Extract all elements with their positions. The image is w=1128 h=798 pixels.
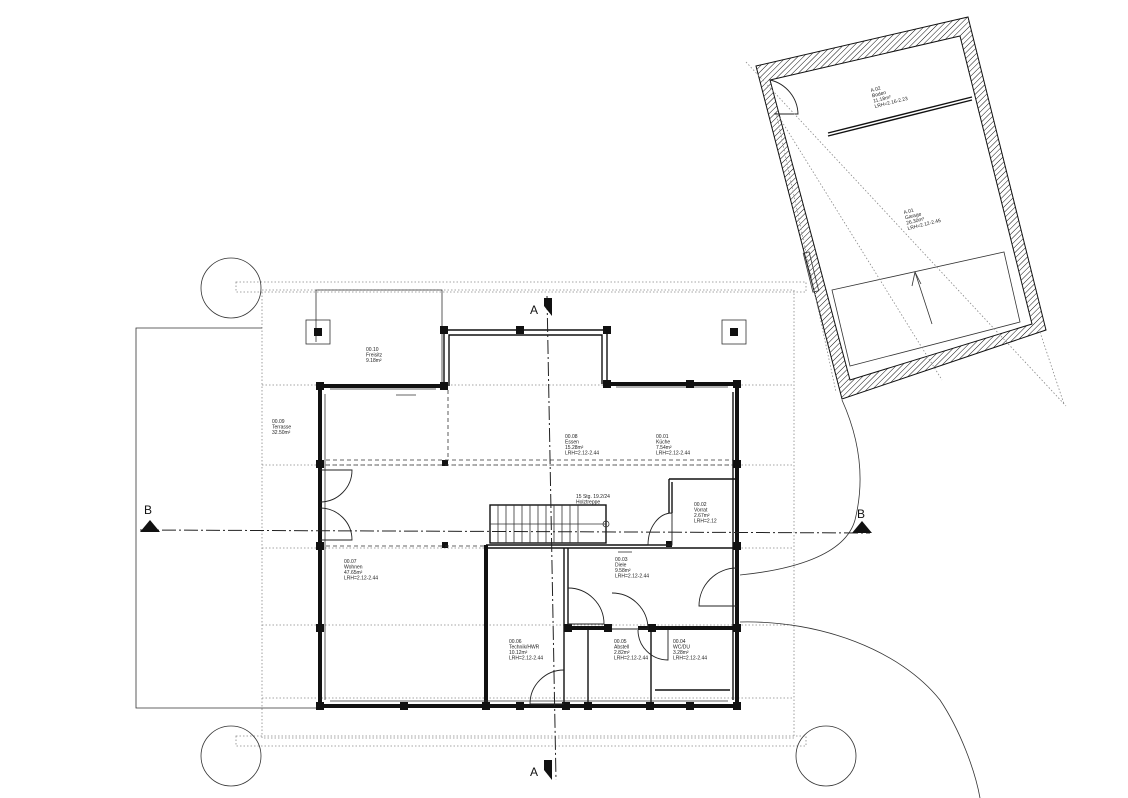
room-label-essen: 00.08 Essen 15.28m² LRH=2.12-2.44 xyxy=(565,434,599,457)
dashed-lines xyxy=(326,390,733,547)
section-label-a-top: A xyxy=(530,303,538,317)
room-label-wohnen: 00.07 Wohnen 47.65m² LRH=2.12-2.44 xyxy=(344,559,378,582)
room-label-kueche: 00.01 Küche 7.54m² LRH=2.12-2.44 xyxy=(656,434,690,457)
room-labels: 00.10 Freisitz 9.18m² 00.09 Terrasse 32.… xyxy=(272,86,942,662)
section-label-a-bottom: A xyxy=(530,765,538,779)
room-label-abstell: 00.05 Abstell 2.82m² LRH=2.12-2.44 xyxy=(614,639,648,662)
room-label-freisitz: 00.10 Freisitz 9.18m² xyxy=(366,347,384,364)
section-label-b-right: B xyxy=(857,507,865,521)
garage xyxy=(745,16,1067,407)
room-label-technik: 00.06 Technik/HWR 10.12m² LRH=2.12-2.44 xyxy=(509,639,543,662)
stairs xyxy=(489,504,610,544)
outside-columns xyxy=(305,319,747,345)
corner-circles xyxy=(200,257,857,787)
section-lines xyxy=(139,295,872,781)
section-label-b-left: B xyxy=(144,503,152,517)
driveway xyxy=(739,399,981,798)
room-label-wcdu: 00.04 WC/DU 3.28m² LRH=2.12-2.44 xyxy=(673,639,707,662)
wall-columns xyxy=(316,326,741,710)
room-label-vorrat: 00.02 Vorrat 2.67m² LRH=2.12 xyxy=(694,502,717,525)
room-label-terrasse: 00.09 Terrasse 32.50m² xyxy=(272,419,293,436)
doors xyxy=(319,394,738,705)
room-label-diele: 00.03 Diele 9.58m² LRH=2.12-2.44 xyxy=(615,557,649,580)
stairs-label: 15 Stg. 19.2/24 Holztreppe xyxy=(576,494,611,506)
